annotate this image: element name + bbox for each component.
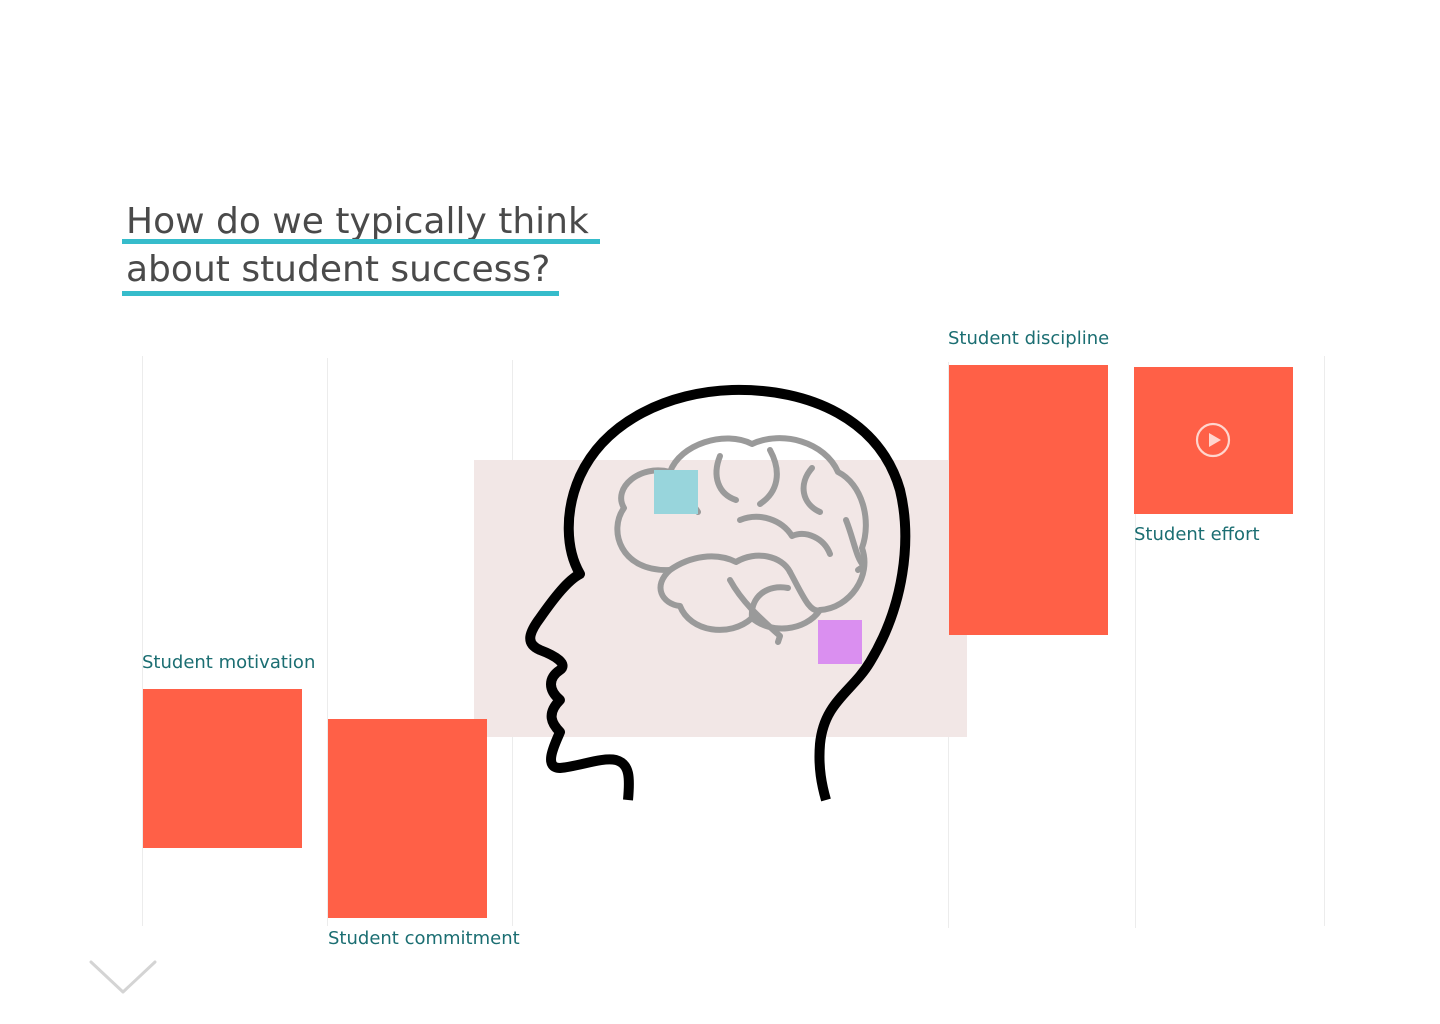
card-label-effort: Student effort (1134, 524, 1260, 545)
head-outline (525, 384, 911, 802)
card-student-discipline[interactable] (949, 365, 1108, 635)
column-divider (142, 356, 143, 926)
brain-fold (737, 513, 833, 557)
play-circle-icon[interactable] (1195, 422, 1231, 458)
chevron-down-icon[interactable] (88, 958, 158, 998)
column-divider (327, 358, 328, 926)
brain-fold (667, 552, 793, 575)
card-label-commitment: Student commitment (328, 928, 520, 949)
human-head-with-brain-illustration (525, 384, 911, 802)
brain-fold (787, 569, 823, 614)
brain-fold (757, 447, 780, 507)
brain-fold (800, 465, 823, 515)
teal-sticky-note (654, 470, 698, 514)
card-label-motivation: Student motivation (142, 652, 316, 673)
column-divider (1324, 356, 1325, 926)
column-divider (1135, 372, 1136, 928)
purple-sticky-note (818, 620, 862, 664)
brain-fold (843, 517, 867, 573)
title-underline-2 (122, 291, 559, 296)
page-title-line-1: How do we typically think (126, 201, 589, 242)
page-title-line-2: about student success? (126, 249, 551, 290)
card-student-motivation[interactable] (143, 689, 302, 848)
title-underline-1 (122, 239, 600, 244)
card-label-discipline: Student discipline (948, 328, 1110, 349)
brain-stem (727, 577, 783, 645)
brain-icon (614, 435, 869, 645)
brain-fold (713, 453, 739, 503)
brain-outline (614, 435, 869, 633)
card-student-commitment[interactable] (328, 719, 487, 918)
